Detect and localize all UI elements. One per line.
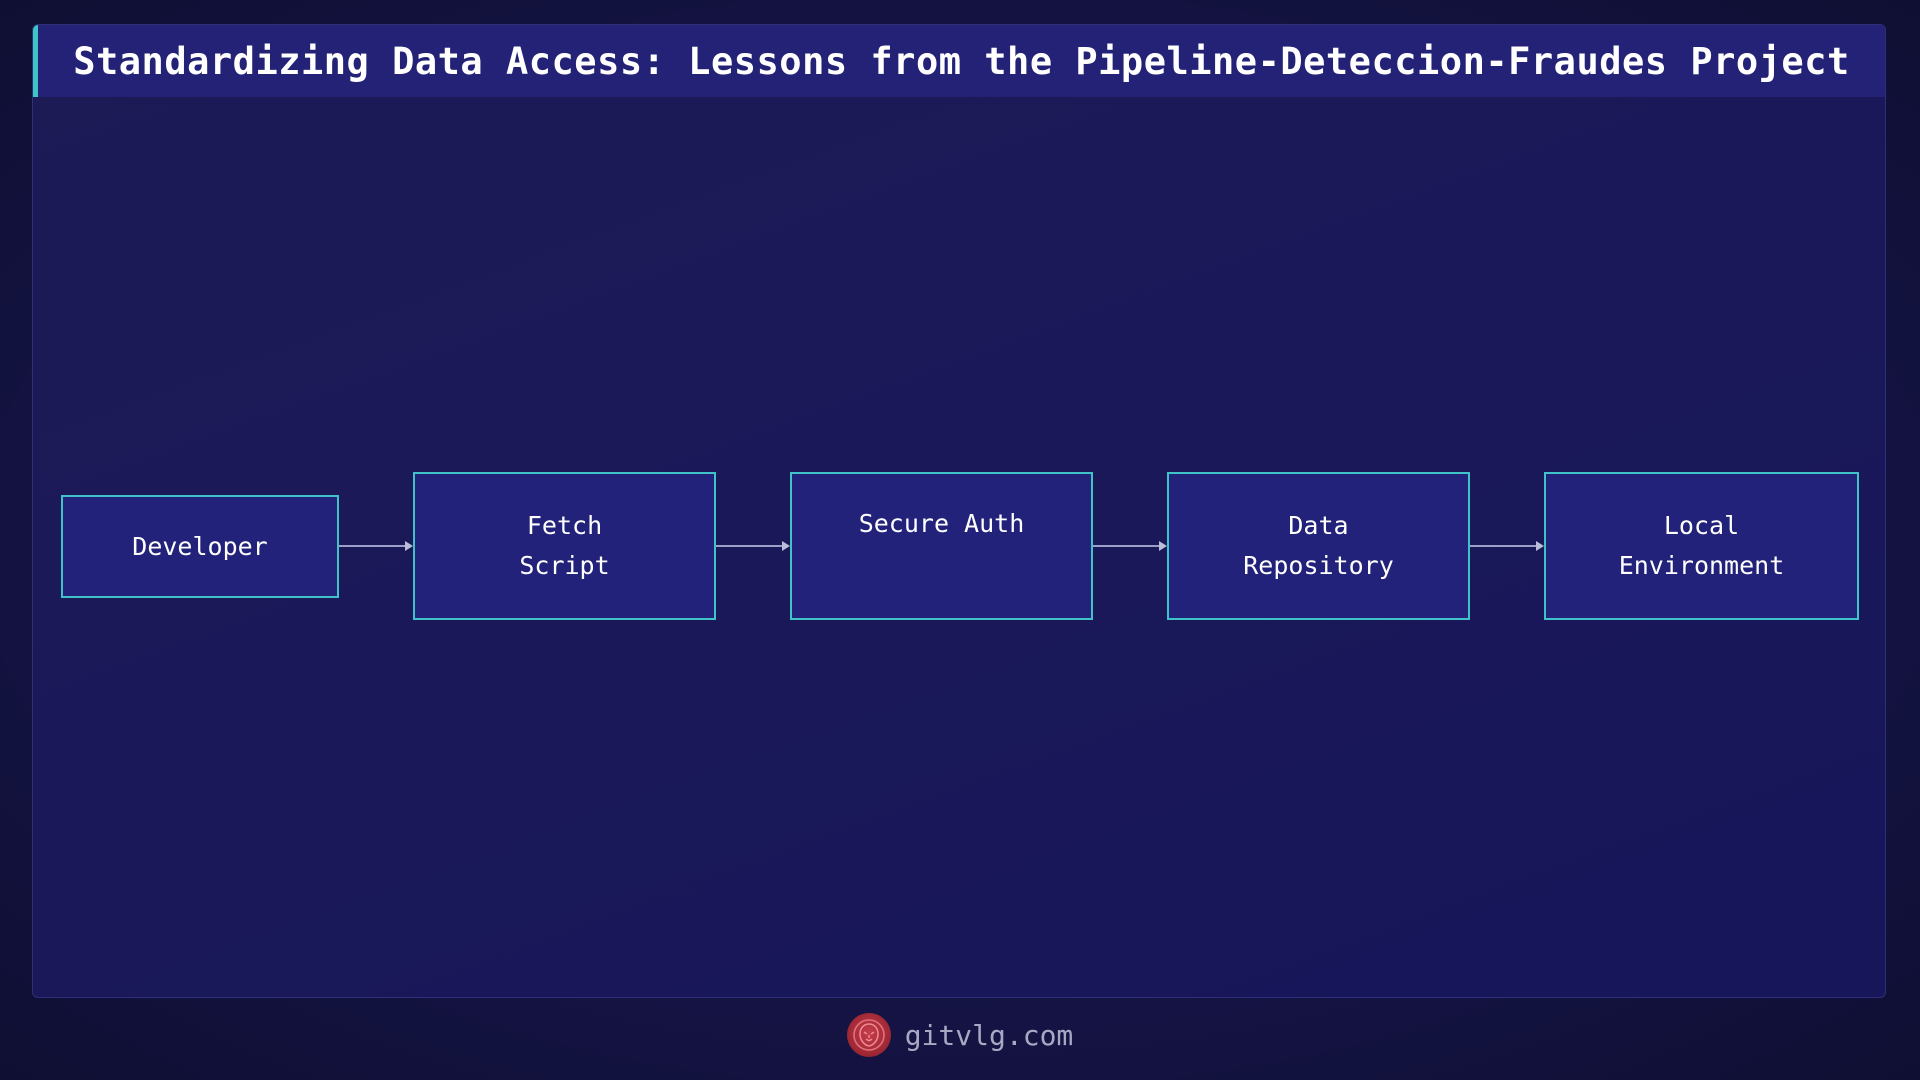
footer: gitvlg.com bbox=[0, 1010, 1920, 1060]
page-title: Standardizing Data Access: Lessons from … bbox=[73, 39, 1850, 83]
slide-panel: Standardizing Data Access: Lessons from … bbox=[32, 24, 1886, 998]
lion-logo-icon bbox=[846, 1013, 891, 1057]
title-bar: Standardizing Data Access: Lessons from … bbox=[33, 25, 1885, 97]
footer-site-text: gitvlg.com bbox=[904, 1018, 1074, 1052]
